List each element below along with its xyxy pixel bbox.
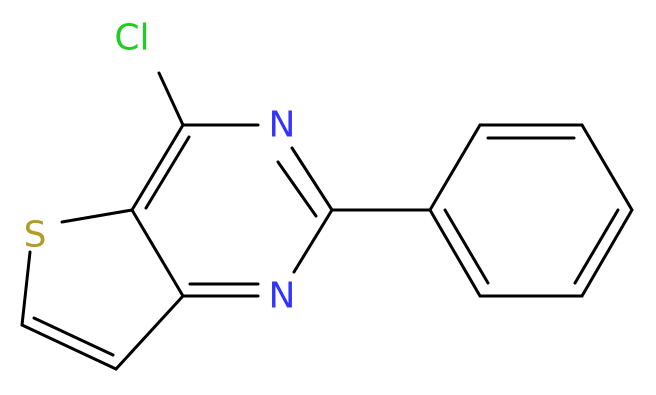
bond-c6-c7 (20, 323, 118, 371)
bond-ph-6 (428, 208, 482, 298)
bond-ph-3 (580, 123, 634, 212)
bonds (20, 71, 634, 371)
bond-c2-n1 (292, 208, 334, 274)
atom-label-nitrogen-3: N (269, 105, 296, 146)
bond-c7-c7a (114, 294, 185, 371)
atom-label-sulfur: S (24, 215, 47, 256)
bond-c4a-c4-inner (144, 135, 191, 210)
bond-ph-inner-2 (573, 208, 620, 285)
bond-ph-1 (428, 123, 482, 212)
bond-n3-c2 (290, 146, 334, 212)
bond-c4a-c4 (130, 123, 185, 212)
bond-ph-inner-3 (443, 208, 490, 285)
bond-c4a-s (60, 208, 134, 224)
bond-ph-4 (580, 208, 634, 298)
atom-label-chlorine: Cl (114, 18, 149, 59)
bond-c6-c7-inner (32, 316, 115, 357)
bond-c4-cl (157, 71, 185, 127)
bond-s-c6 (20, 250, 32, 327)
atom-labels: Cl N N S (24, 18, 296, 317)
bond-c7a-c4a (130, 208, 185, 298)
atom-label-nitrogen-1: N (269, 276, 296, 317)
bond-n3-c2-inner (276, 160, 318, 218)
